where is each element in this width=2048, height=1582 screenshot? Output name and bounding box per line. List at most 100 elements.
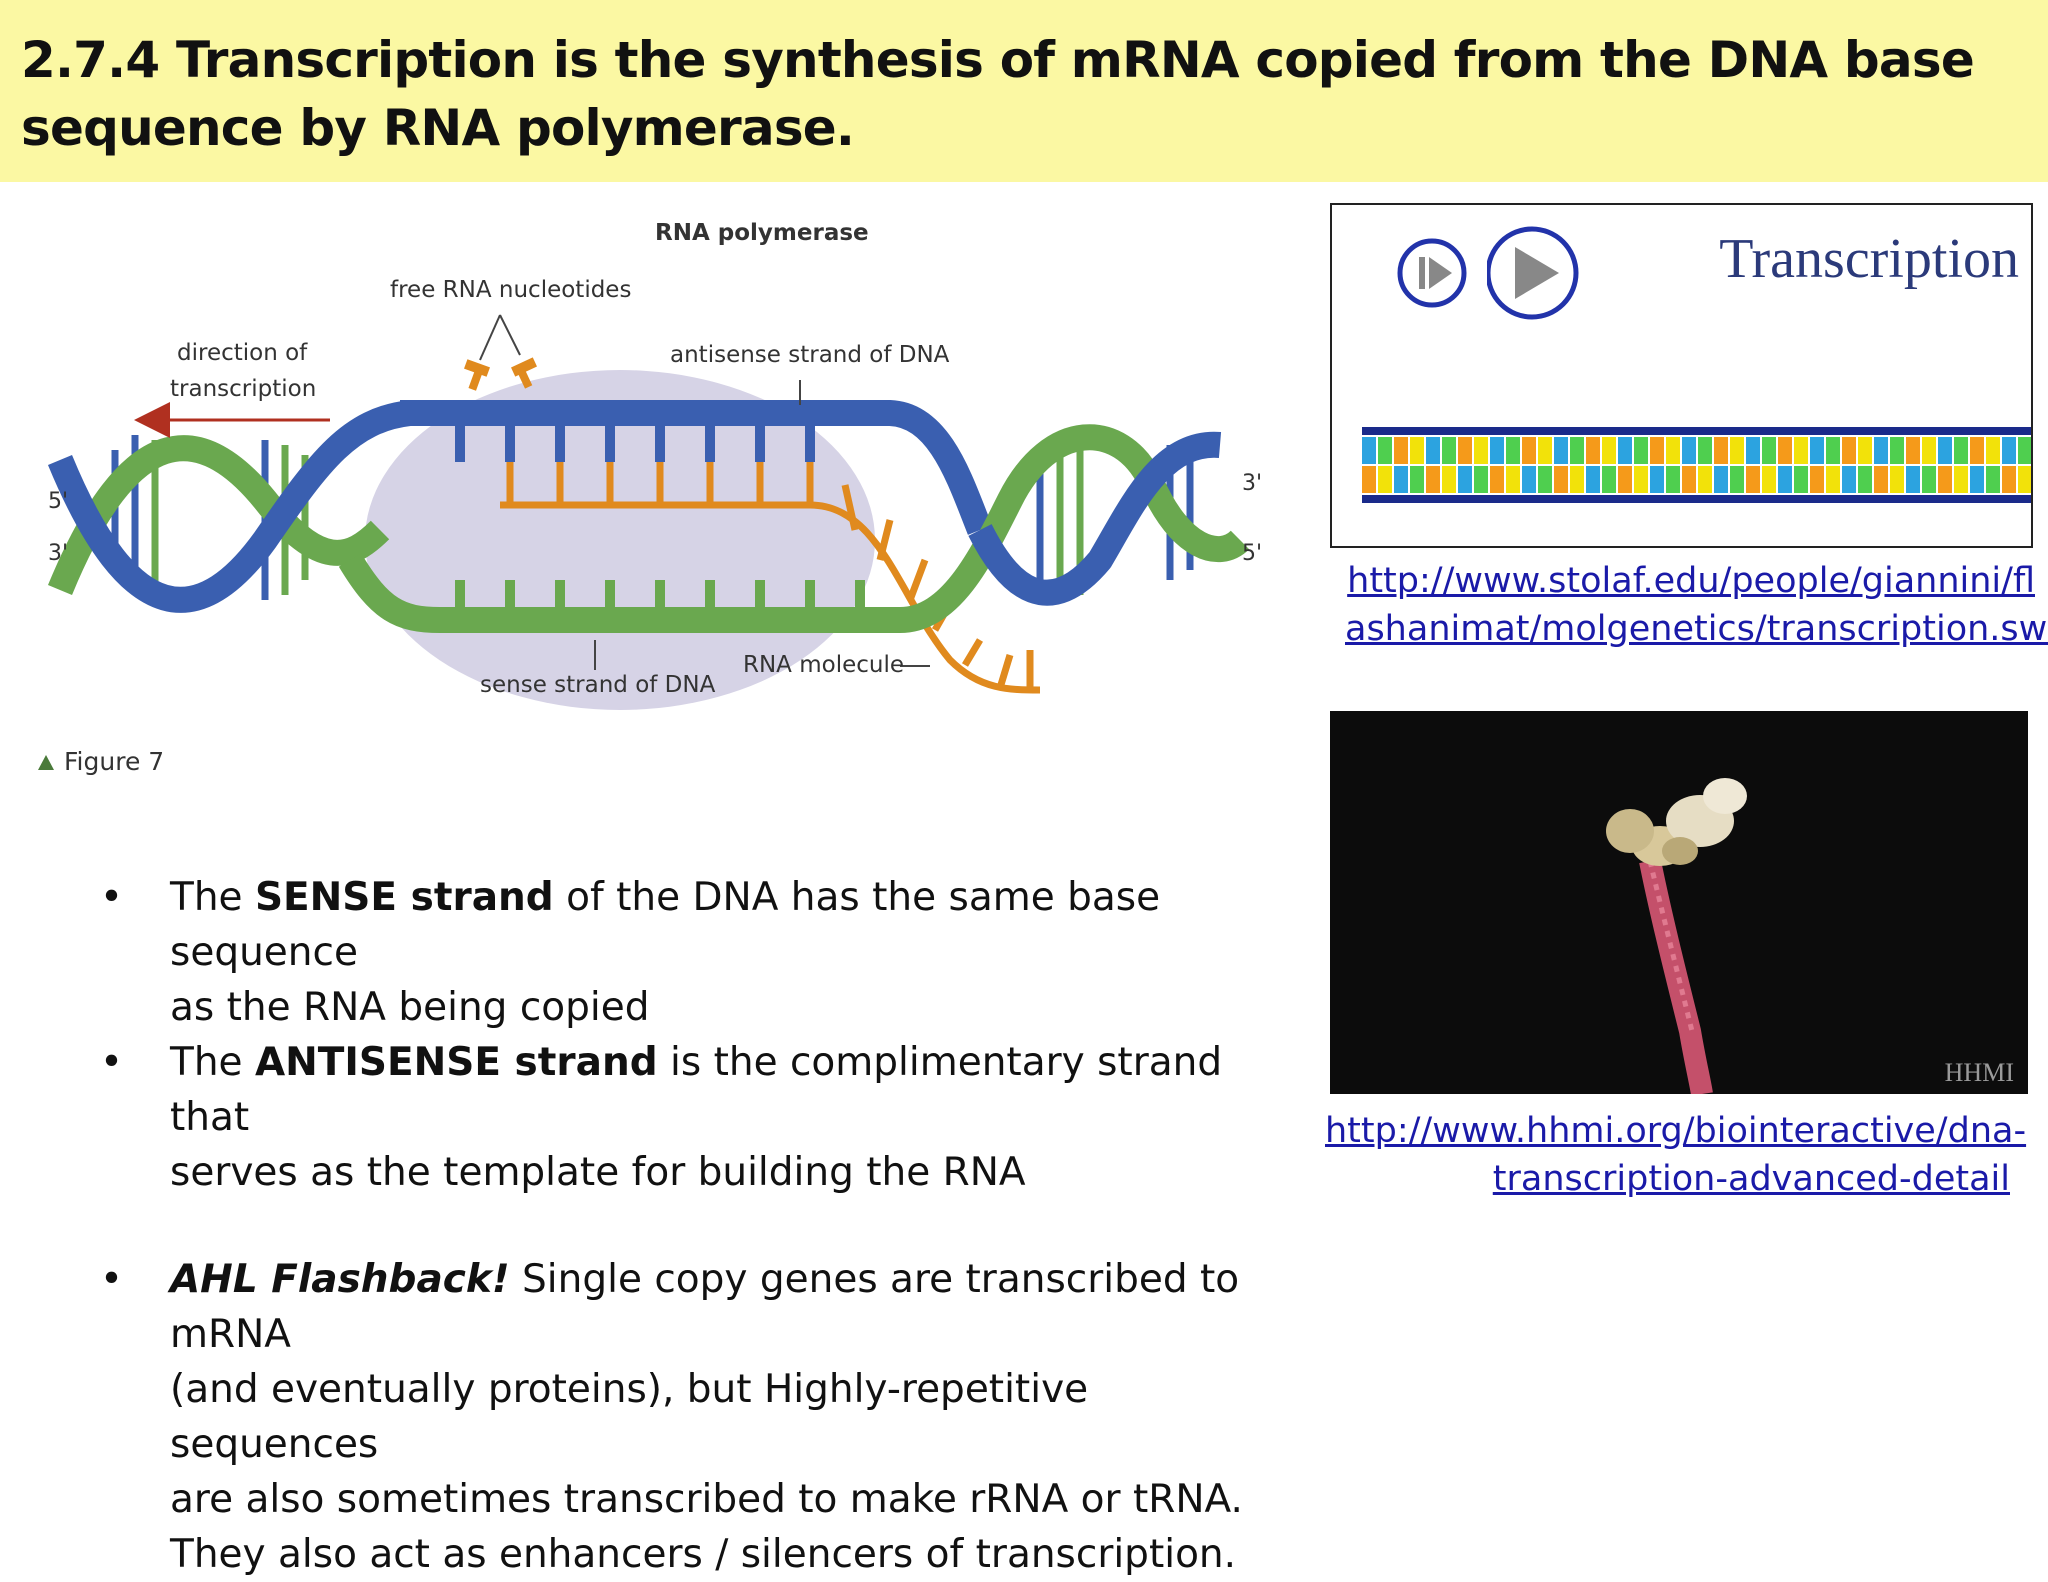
base-cell: [1922, 466, 1936, 493]
hhmi-link-line1[interactable]: http://www.hhmi.org/biointeractive/dna-: [1325, 1111, 2027, 1151]
base-cell: [1458, 437, 1472, 464]
sense-label: sense strand of DNA: [480, 672, 716, 698]
base-cell: [1442, 437, 1456, 464]
base-cell: [1826, 437, 1840, 464]
transcription-figure: RNA polymerase free RNA nucleotides dire…: [20, 200, 1280, 800]
left-double-helix: [47, 400, 412, 613]
base-cell: [1698, 437, 1712, 464]
rna-molecule: [500, 462, 1041, 694]
base-cell: [1970, 466, 1984, 493]
base-cell: [1634, 466, 1648, 493]
base-cell: [1794, 437, 1808, 464]
bullet-text-post: Single copy genes are transcribed to mRN…: [170, 1257, 1240, 1357]
base-cell: [1634, 437, 1648, 464]
base-cell: [1378, 437, 1392, 464]
base-cell: [1362, 437, 1376, 464]
transcription-animation-thumbnail[interactable]: Transcription: [1330, 203, 2033, 548]
base-cell: [1746, 466, 1760, 493]
base-cell: [1938, 437, 1952, 464]
direction-label-line1: direction of: [177, 340, 308, 366]
base-cell: [1458, 466, 1472, 493]
play-icon[interactable]: [1487, 217, 1597, 327]
base-cell: [1698, 466, 1712, 493]
hhmi-link-line2[interactable]: transcription-advanced-detail: [1492, 1159, 2010, 1199]
base-cell: [2002, 437, 2016, 464]
rna-polymerase-label: RNA polymerase: [655, 220, 869, 246]
base-cell: [1442, 466, 1456, 493]
bullet-text-post: is the complimentary strand that: [170, 1040, 1223, 1140]
hhmi-video-thumbnail[interactable]: HHMI: [1330, 711, 2028, 1094]
base-cell: [1954, 466, 1968, 493]
base-cell: [1906, 466, 1920, 493]
base-cell: [1858, 466, 1872, 493]
rna-polymerase-molecule-image: [1606, 778, 1747, 1094]
base-cell: [1394, 437, 1408, 464]
base-cell: [1986, 437, 2000, 464]
base-cell: [1554, 437, 1568, 464]
base-cell: [1666, 466, 1680, 493]
base-cell: [1970, 437, 1984, 464]
bullet-text-post: of the DNA has the same base sequence: [170, 875, 1161, 975]
bullet-text-bold: ANTISENSE strand: [254, 1040, 658, 1085]
bullet-dot: •: [100, 1257, 124, 1302]
base-cell: [2002, 466, 2016, 493]
base-cell: [1762, 466, 1776, 493]
base-cell: [1602, 437, 1616, 464]
base-cell: [1714, 437, 1728, 464]
slide-title: 2.7.4 Transcription is the synthesis of …: [21, 31, 1975, 157]
base-cell: [1826, 466, 1840, 493]
transcription-diagram: RNA polymerase free RNA nucleotides dire…: [38, 220, 1262, 776]
base-cell: [1986, 466, 2000, 493]
stolaf-transcription-link[interactable]: http://www.stolaf.edu/people/giannini/fl…: [1345, 557, 2048, 653]
base-cell: [1602, 466, 1616, 493]
base-cell: [1778, 437, 1792, 464]
base-cell: [1586, 466, 1600, 493]
free-nucleotides-label: free RNA nucleotides: [390, 277, 631, 303]
right-double-helix: [899, 424, 1250, 633]
sense-bases: [455, 580, 865, 610]
bullet-text: AHL Flashback! Single copy genes are tra…: [170, 1252, 1280, 1582]
base-cell: [1874, 437, 1888, 464]
free-rna-nucleotides: [464, 314, 537, 391]
base-cell: [1426, 466, 1440, 493]
stolaf-link-line2[interactable]: ashanimat/molgenetics/transcription.swf: [1345, 609, 2048, 649]
three-prime-right: 3': [1242, 471, 1262, 496]
five-prime-right: 5': [1242, 541, 1262, 566]
base-cell: [1730, 466, 1744, 493]
base-cell: [1474, 466, 1488, 493]
base-cell: [1650, 466, 1664, 493]
base-cell: [1570, 466, 1584, 493]
base-cell: [1410, 466, 1424, 493]
base-cell: [1474, 437, 1488, 464]
stolaf-link-line1[interactable]: http://www.stolaf.edu/people/giannini/fl: [1347, 561, 2035, 601]
step-play-icon[interactable]: [1392, 223, 1502, 333]
base-cell: [1362, 466, 1376, 493]
base-cell: [2018, 466, 2031, 493]
hhmi-watermark: HHMI: [1944, 1058, 2014, 1087]
base-cell: [1666, 437, 1680, 464]
hhmi-transcription-link[interactable]: http://www.hhmi.org/biointeractive/dna- …: [1325, 1107, 2027, 1203]
base-cell: [1682, 437, 1696, 464]
base-cell: [1890, 437, 1904, 464]
base-cell: [1810, 437, 1824, 464]
caption-triangle-icon: [38, 755, 54, 770]
bullet-text-line2: serves as the template for building the …: [170, 1150, 1026, 1195]
base-cell: [1378, 466, 1392, 493]
bullet-text-line3: are also sometimes transcribed to make r…: [170, 1477, 1243, 1522]
bullet-text-bold: SENSE strand: [254, 875, 554, 920]
sense-strand: [338, 553, 900, 633]
base-cell: [1730, 437, 1744, 464]
base-cell: [1538, 437, 1552, 464]
base-cell: [1522, 466, 1536, 493]
figure-caption: Figure 7: [64, 747, 164, 776]
antisense-bases: [455, 422, 815, 462]
antisense-label: antisense strand of DNA: [670, 342, 950, 368]
base-cell: [1506, 437, 1520, 464]
base-cell: [1522, 437, 1536, 464]
base-cell: [1650, 437, 1664, 464]
bullet-dot: •: [100, 1040, 124, 1085]
base-cell: [1586, 437, 1600, 464]
base-cell: [1762, 437, 1776, 464]
base-cell: [1842, 466, 1856, 493]
base-cell: [1874, 466, 1888, 493]
